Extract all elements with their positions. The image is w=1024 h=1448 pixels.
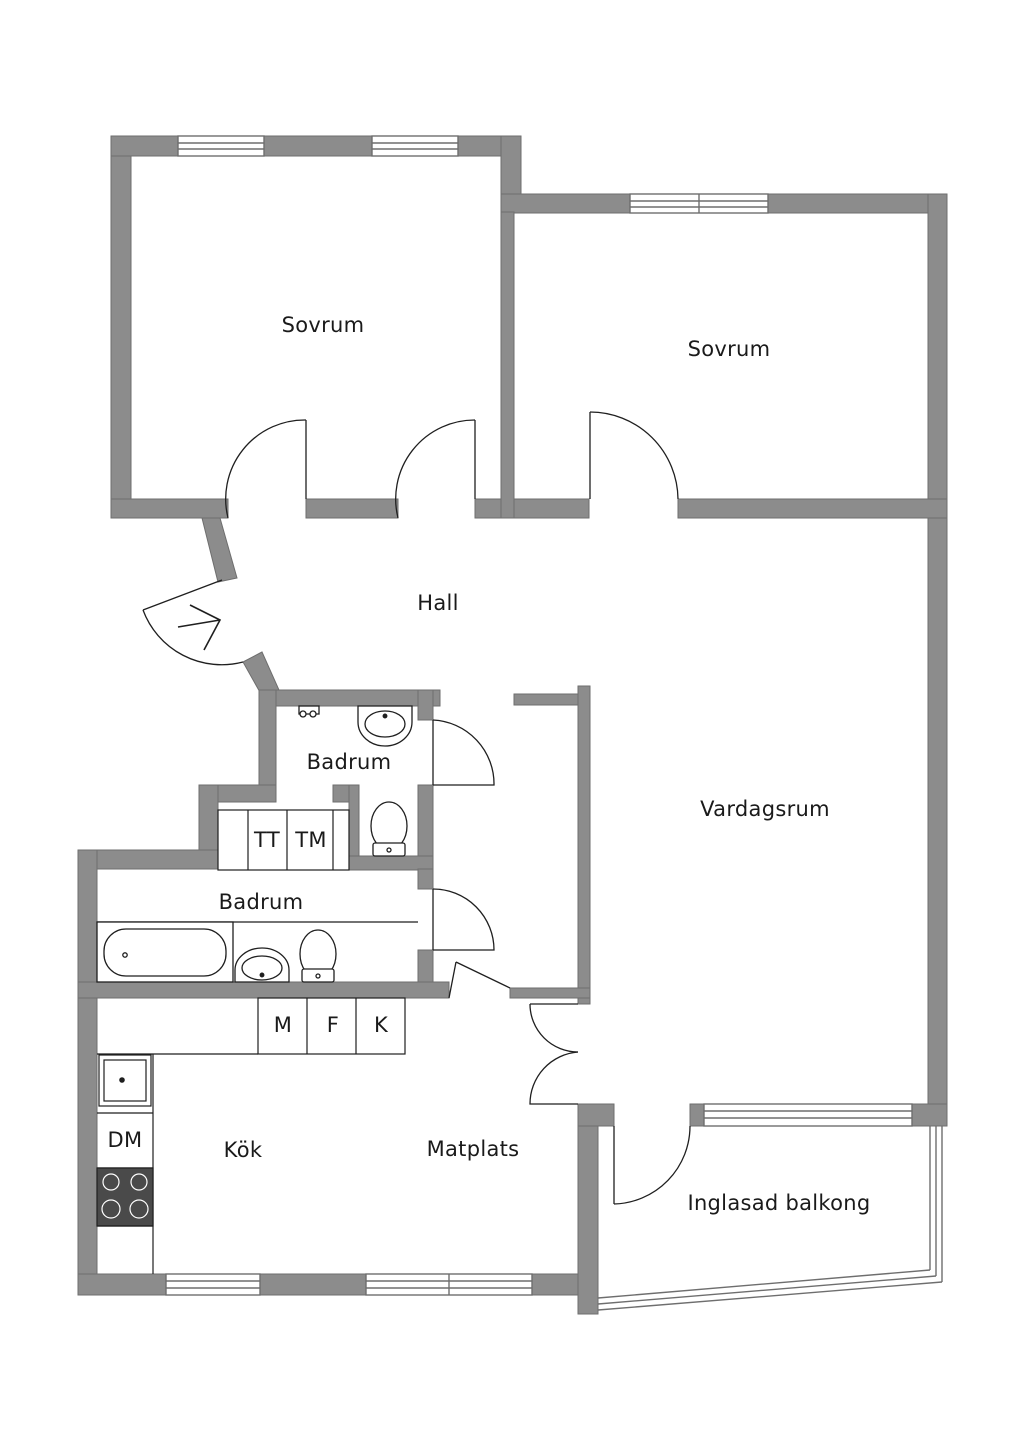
kitchen-fixtures xyxy=(96,997,406,1274)
door-swing-icon xyxy=(142,579,244,666)
room-label-kok: Kök xyxy=(223,1138,263,1162)
appliance-label-k: K xyxy=(373,1013,389,1037)
bathroom-2-fixtures xyxy=(96,921,418,983)
sink-icon xyxy=(98,1054,152,1107)
room-label-sovrum-2: Sovrum xyxy=(687,337,771,361)
toilet-icon xyxy=(370,801,408,857)
door-swing-icon xyxy=(432,888,495,951)
sink-icon xyxy=(234,947,290,983)
appliance-label-tm: TM xyxy=(295,828,327,852)
windows xyxy=(165,135,913,1296)
room-label-matplats: Matplats xyxy=(426,1137,520,1161)
door-swing-icon xyxy=(395,419,476,519)
sink-icon xyxy=(357,705,413,747)
balcony-glazing xyxy=(597,1126,943,1311)
door-swing-icon xyxy=(448,961,511,999)
room-label-badrum-2: Badrum xyxy=(218,890,304,914)
door-swing-icon xyxy=(432,719,495,786)
room-label-balkong: Inglasad balkong xyxy=(687,1191,871,1215)
bathtub-icon xyxy=(96,921,234,983)
window-icon xyxy=(629,193,769,214)
window-icon xyxy=(177,135,265,157)
door-swing-icon xyxy=(529,1003,579,1105)
window-icon xyxy=(371,135,459,157)
door-swing-icon xyxy=(225,419,307,519)
stove-icon xyxy=(96,1167,154,1227)
room-label-badrum-1: Badrum xyxy=(306,750,392,774)
door-swing-icon xyxy=(589,411,679,500)
door-swing-icon xyxy=(613,1125,691,1205)
walls xyxy=(77,135,948,1315)
appliance-label-tt: TT xyxy=(254,828,280,852)
appliance-label-m: M xyxy=(273,1013,293,1037)
bathroom-1-fixtures xyxy=(298,705,413,857)
room-label-hall: Hall xyxy=(417,591,459,615)
entrance-arrow-icon xyxy=(177,604,222,651)
tap-icon xyxy=(298,705,320,718)
window-icon xyxy=(703,1103,913,1127)
window-icon xyxy=(165,1273,261,1296)
toilet-icon xyxy=(299,929,337,983)
laundry-cabinets xyxy=(217,809,350,871)
doors xyxy=(142,411,691,1205)
room-label-sovrum-1: Sovrum xyxy=(281,313,365,337)
appliance-label-f: F xyxy=(326,1013,340,1037)
room-label-vardagsrum: Vardagsrum xyxy=(700,797,830,821)
appliance-label-dm: DM xyxy=(107,1128,143,1152)
window-icon xyxy=(365,1273,533,1296)
